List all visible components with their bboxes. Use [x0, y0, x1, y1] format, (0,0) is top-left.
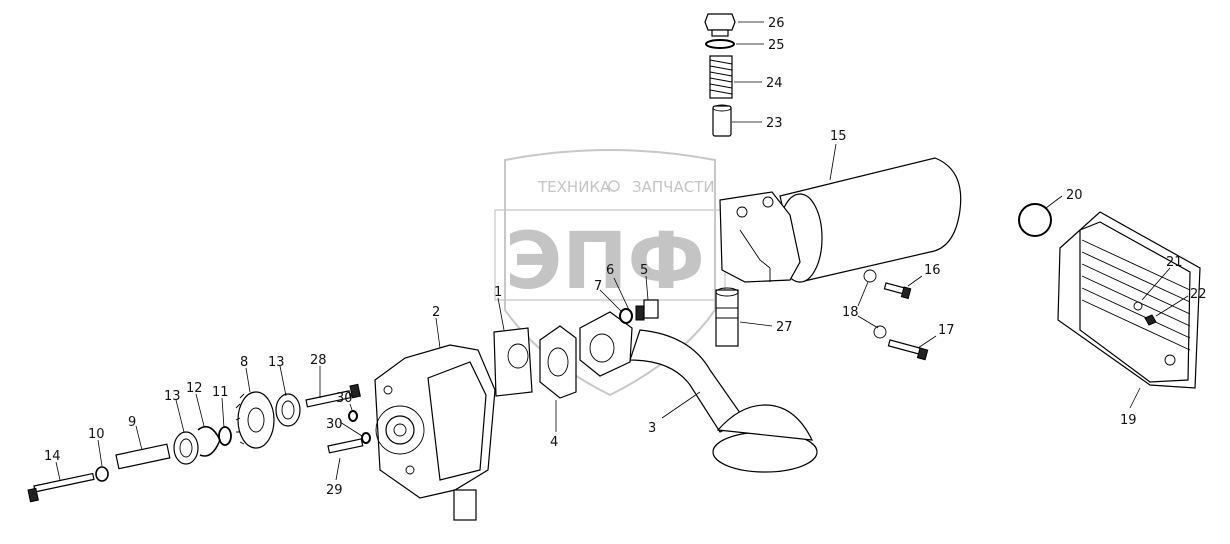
callout-8: 8	[240, 355, 248, 370]
callout-20: 20	[1066, 188, 1083, 203]
callout-5: 5	[640, 263, 648, 278]
relief-valve-stack	[704, 13, 736, 137]
suction-pipe	[579, 311, 818, 473]
callout-12: 12	[186, 381, 203, 396]
callout-22: 22	[1190, 287, 1207, 302]
callout-29: 29	[326, 483, 343, 498]
nipple	[715, 287, 739, 347]
callout-25: 25	[768, 38, 785, 53]
oil-pump-housing	[374, 344, 496, 521]
callout-4: 4	[550, 435, 558, 450]
pipe-fasteners	[619, 299, 659, 324]
callout-30: 30	[326, 417, 343, 432]
drive-gear-assembly	[173, 391, 301, 465]
watermark-text-right: ЗАПЧАСТИ	[632, 178, 715, 196]
oil-cooler	[1018, 203, 1201, 389]
callout-11: 11	[212, 385, 229, 400]
callout-10: 10	[88, 427, 105, 442]
shaft-and-bolt	[27, 443, 171, 503]
callout-17: 17	[938, 323, 955, 338]
oil-filter	[719, 157, 962, 283]
callout-26: 26	[768, 16, 785, 31]
callout-7: 7	[594, 279, 602, 294]
callout-21: 21	[1166, 255, 1183, 270]
callout-3: 3	[648, 421, 656, 436]
callout-16: 16	[924, 263, 941, 278]
watermark-logo: ЭПФ	[505, 217, 705, 307]
callout-18: 18	[842, 305, 859, 320]
callout-14: 14	[44, 449, 61, 464]
filter-bolts	[863, 269, 929, 361]
callout-13-right: 13	[268, 355, 285, 370]
housing-bolts	[305, 383, 371, 454]
callout-30-upper: 30	[336, 391, 353, 406]
watermark: ТЕХНИКА ЗАПЧАСТИ ЭПФ	[494, 149, 726, 397]
callout-23: 23	[766, 116, 783, 131]
callout-6: 6	[606, 263, 614, 278]
callout-27: 27	[776, 320, 793, 335]
callout-28: 28	[310, 353, 327, 368]
gaskets	[493, 325, 577, 399]
callout-1: 1	[494, 285, 502, 300]
callout-19: 19	[1120, 413, 1137, 428]
leader-lines	[55, 21, 1189, 481]
callout-labels: 26 25 24 23 15 20 21 22 19 16 17 18 27 3…	[44, 16, 1207, 498]
callout-24: 24	[766, 76, 783, 91]
callout-15: 15	[830, 129, 847, 144]
callout-13-left: 13	[164, 389, 181, 404]
gear-icon	[608, 180, 620, 192]
callout-2: 2	[432, 305, 440, 320]
callout-9: 9	[128, 415, 136, 430]
watermark-text-left: ТЕХНИКА	[537, 178, 611, 196]
